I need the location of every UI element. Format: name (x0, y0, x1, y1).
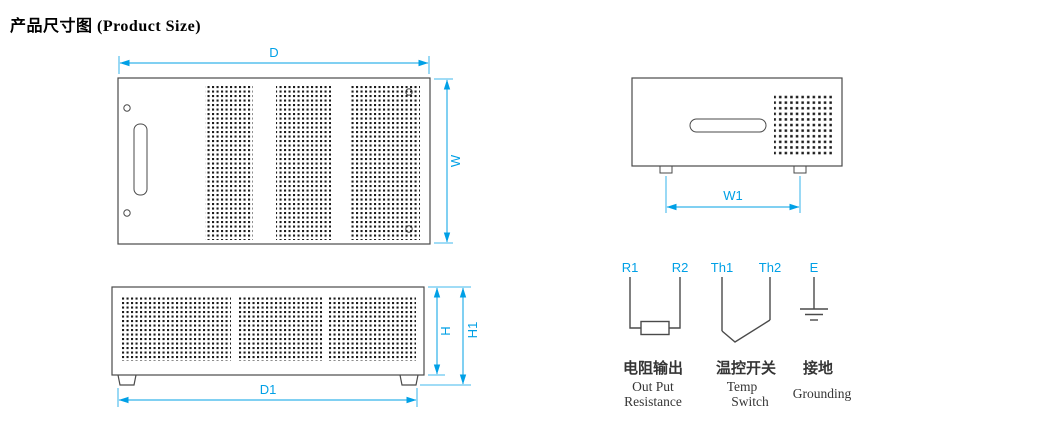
end-view-body (631, 77, 843, 167)
dimension-W: W (434, 78, 463, 244)
caption-ground-en1: Grounding (793, 386, 852, 401)
front-vent-grille-3 (351, 85, 420, 240)
front-vent-grille-1 (205, 85, 253, 240)
end-view-handle-slot (689, 118, 767, 133)
front-view: D W (117, 45, 463, 245)
switch-blade-icon (721, 319, 771, 343)
end-view: W1 (631, 77, 843, 213)
caption-tempswitch-en1: Temp (727, 379, 758, 394)
side-view-foot-right (399, 374, 419, 386)
caption-resistor-en2: Resistance (624, 394, 682, 409)
dim-label-D: D (269, 45, 278, 60)
side-vent-grille-2 (239, 296, 322, 361)
temp-switch-symbol: Th1 Th2 (711, 260, 781, 343)
front-view-slot (133, 123, 148, 196)
resistor-icon (640, 320, 670, 336)
dimension-D1: D1 (117, 382, 418, 407)
dim-label-H1: H1 (465, 322, 480, 339)
caption-resistor-cn: 电阻输出 (623, 359, 683, 377)
caption-resistor-en1: Out Put (632, 379, 674, 394)
resistor-output-symbol: R1 R2 (622, 260, 689, 336)
ground-icon (800, 308, 828, 321)
dim-label-D1: D1 (260, 382, 277, 397)
caption-tempswitch-en2: Switch (731, 394, 769, 409)
end-view-foot-left (659, 165, 673, 174)
terminal-label-E: E (810, 260, 819, 275)
wire (669, 277, 681, 329)
terminal-label-R1: R1 (622, 260, 639, 275)
screw-hole (123, 209, 131, 217)
front-view-body (117, 77, 431, 245)
screw-hole (123, 104, 131, 112)
side-view-body (111, 286, 425, 376)
terminal-label-R2: R2 (672, 260, 689, 275)
dim-label-H: H (438, 326, 453, 335)
terminal-diagram: R1 R2 Th1 Th2 E (622, 260, 852, 409)
grounding-symbol: E (800, 260, 828, 321)
dim-label-W1: W1 (723, 188, 743, 203)
caption-ground-cn: 接地 (803, 359, 833, 377)
dimension-W1: W1 (665, 176, 801, 213)
page-title: 产品尺寸图 (Product Size) (10, 18, 202, 35)
wire (629, 277, 641, 329)
terminal-label-Th2: Th2 (759, 260, 781, 275)
front-vent-grille-2 (276, 85, 331, 240)
end-vent-grille (774, 94, 832, 155)
dim-label-W: W (448, 154, 463, 167)
side-view-foot-left (117, 374, 137, 386)
dimension-H: H (428, 286, 471, 376)
side-vent-grille-1 (121, 296, 231, 361)
caption-tempswitch-cn: 温控开关 (716, 359, 776, 377)
terminal-captions: 电阻输出 Out Put Resistance 温控开关 Temp Switch… (623, 359, 852, 409)
dimension-H1: H1 (420, 287, 480, 386)
side-view: H H1 D1 (111, 286, 480, 407)
dimension-D: D (118, 45, 430, 74)
side-vent-grille-3 (329, 296, 416, 361)
end-view-foot-right (793, 165, 807, 174)
terminal-label-Th1: Th1 (711, 260, 733, 275)
